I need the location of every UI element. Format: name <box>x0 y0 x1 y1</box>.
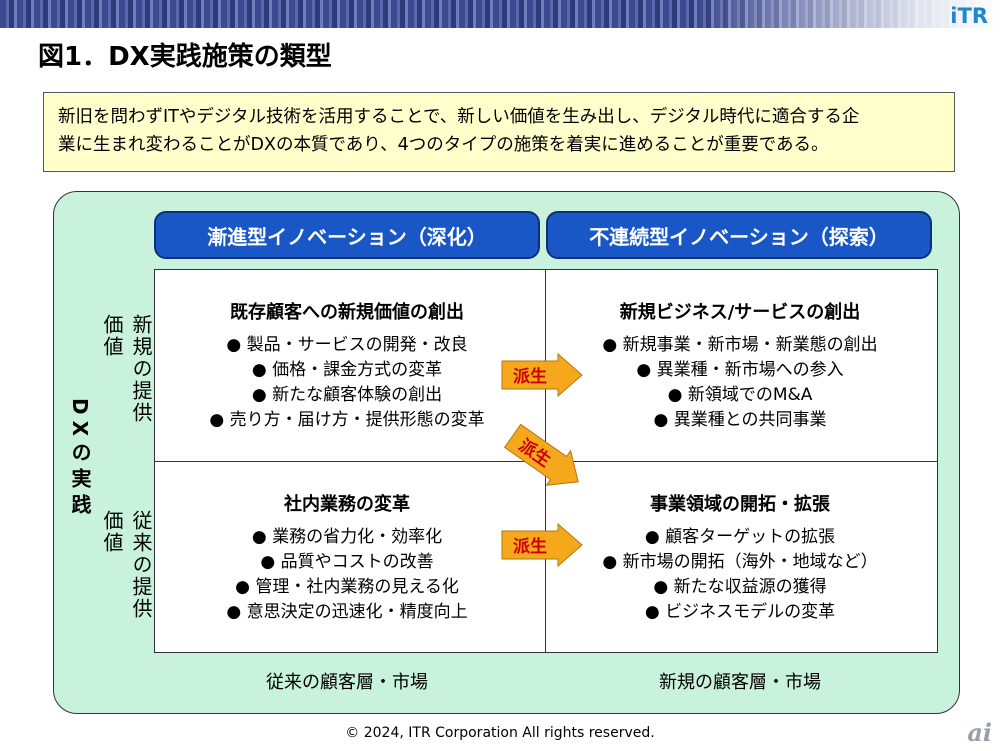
column-header-discontinuous: 不連続型イノベーション（探索） <box>546 211 932 259</box>
cell-title: 事業領域の開拓・拡張 <box>650 494 830 515</box>
list-item: ● 品質やコストの改善 <box>260 552 434 572</box>
copyright-footer: © 2024, ITR Corporation All rights reser… <box>345 725 655 741</box>
derive-arrow-top: 派生 <box>501 353 583 397</box>
list-item: ● 顧客ターゲットの拡張 <box>644 527 836 547</box>
header-banner <box>0 0 1000 28</box>
intro-line-2: 業に生まれ変わることがDXの本質であり、4つのタイプの施策を着実に進めることが重… <box>58 135 829 155</box>
list-item: ● 新たな顧客体験の創出 <box>251 385 443 405</box>
derive-arrow-top-label: 派生 <box>513 366 547 387</box>
list-item: ● 価格・課金方式の変革 <box>251 360 443 380</box>
intro-box: 新旧を問わずITやデジタル技術を活用することで、新しい価値を生み出し、デジタル時… <box>43 92 955 172</box>
list-item: ● ビジネスモデルの変革 <box>644 602 836 622</box>
list-item: ● 売り方・届け方・提供形態の変革 <box>209 410 485 430</box>
derive-arrow-bottom-label: 派生 <box>513 536 547 557</box>
cell-title: 既存顧客への新規価値の創出 <box>230 302 464 323</box>
derive-arrow-diagonal: 派生 <box>503 423 579 486</box>
itr-logo: iTR <box>950 4 988 28</box>
page-title: 図1．DX実践施策の類型 <box>38 42 332 72</box>
cell-title: 新規ビジネス/サービスの創出 <box>619 302 861 323</box>
list-item: ● 新領域でのM&A <box>667 385 813 405</box>
list-item: ● 管理・社内業務の見える化 <box>235 577 459 597</box>
axis-title-dx: DXの実践 <box>68 398 92 521</box>
cell-top-right: 新規ビジネス/サービスの創出 ● 新規事業・新市場・新業態の創出 ● 異業種・新… <box>545 297 935 433</box>
list-item: ● 業務の省力化・効率化 <box>251 527 443 547</box>
axis-label-new-market: 新規の顧客層・市場 <box>659 672 821 693</box>
list-item: ● 意思決定の迅速化・精度向上 <box>226 602 468 622</box>
cell-bottom-left: 社内業務の変革 ● 業務の省力化・効率化 ● 品質やコストの改善 ● 管理・社内… <box>152 489 542 625</box>
list-item: ● 新規事業・新市場・新業態の創出 <box>602 335 878 355</box>
intro-line-1: 新旧を問わずITやデジタル技術を活用することで、新しい価値を生み出し、デジタル時… <box>58 107 860 127</box>
list-item: ● 新たな収益源の獲得 <box>653 577 827 597</box>
derive-arrow-bottom: 派生 <box>501 523 583 567</box>
list-item: ● 新市場の開拓（海外・地域など） <box>602 552 878 572</box>
ai-watermark-logo: ai <box>967 718 992 747</box>
list-item: ● 異業種・新市場への参入 <box>636 360 844 380</box>
list-item: ● 異業種との共同事業 <box>653 410 827 430</box>
list-item: ● 製品・サービスの開発・改良 <box>226 335 468 355</box>
cell-bottom-right: 事業領域の開拓・拡張 ● 顧客ターゲットの拡張 ● 新市場の開拓（海外・地域など… <box>545 489 935 625</box>
row-label-existing-value: 従来の提供価値 <box>100 510 153 620</box>
axis-label-existing-market: 従来の顧客層・市場 <box>266 672 428 693</box>
cell-title: 社内業務の変革 <box>284 494 410 515</box>
row-label-new-value: 新規の提供価値 <box>100 314 153 424</box>
column-header-incremental: 漸進型イノベーション（深化） <box>154 211 540 259</box>
cell-top-left: 既存顧客への新規価値の創出 ● 製品・サービスの開発・改良 ● 価格・課金方式の… <box>152 297 542 433</box>
